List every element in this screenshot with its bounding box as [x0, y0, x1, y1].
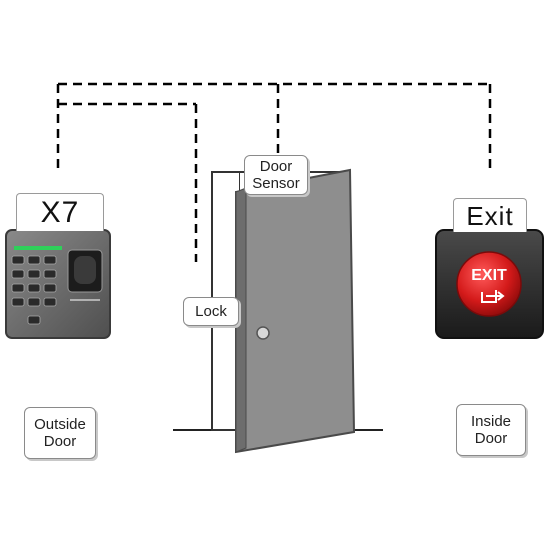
door-edge	[235, 187, 247, 453]
exit-panel	[435, 229, 544, 339]
x7-reader	[5, 229, 111, 339]
exit-device-label: Exit	[453, 198, 527, 232]
outside-door-label-line2: Door	[43, 433, 77, 450]
door-sensor-label-line1: Door	[259, 158, 293, 175]
door-knob	[256, 326, 270, 340]
lock-label-text: Lock	[195, 303, 227, 320]
door-sensor-label: Door Sensor	[244, 155, 308, 195]
keypad	[11, 255, 57, 325]
door	[235, 168, 356, 454]
x7-model-label: X7	[16, 193, 104, 231]
outside-door-label-line1: Outside	[34, 416, 86, 433]
inside-door-label-line2: Door	[474, 430, 508, 447]
lock-label: Lock	[183, 297, 239, 326]
exit-arrow-icon	[481, 290, 505, 303]
inside-door-label: Inside Door	[456, 404, 526, 456]
exit-button	[456, 251, 522, 317]
door-sensor-label-line2: Sensor	[252, 175, 300, 192]
outside-door-label: Outside Door	[24, 407, 96, 459]
door-panel	[235, 168, 356, 454]
wiring	[56, 82, 492, 262]
exit-button-text: EXIT	[471, 267, 507, 284]
inside-door-label-line1: Inside	[470, 413, 512, 430]
